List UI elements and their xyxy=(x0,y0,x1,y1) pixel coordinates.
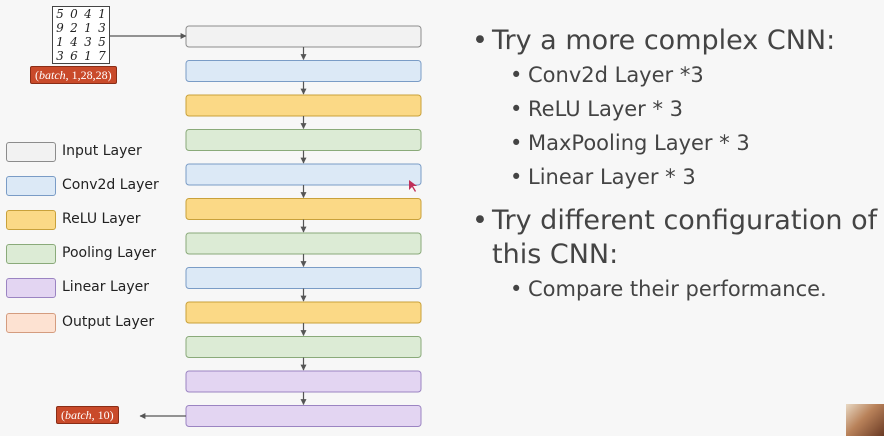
legend-label: Input Layer xyxy=(62,143,142,159)
digit: 3 xyxy=(98,21,106,35)
bullet-sub: Conv2d Layer *3 xyxy=(472,58,882,92)
digit: 1 xyxy=(98,7,106,21)
presenter-thumbnail xyxy=(846,404,884,436)
bullet-main: Try a more complex CNN: xyxy=(472,24,882,58)
digit: 5 xyxy=(56,7,64,21)
layer-box-relu xyxy=(185,94,422,117)
legend-label: Conv2d Layer xyxy=(62,177,159,193)
legend-swatch xyxy=(6,210,56,230)
layer-box-linear xyxy=(185,405,422,427)
slide-bullets: Try a more complex CNN: Conv2d Layer *3 … xyxy=(472,24,882,306)
layer-box-input xyxy=(185,25,422,48)
legend-swatch xyxy=(6,313,56,333)
legend-label: ReLU Layer xyxy=(62,211,141,227)
digit: 2 xyxy=(70,21,78,35)
digit: 7 xyxy=(98,49,106,63)
bullet-line: this CNN: xyxy=(492,239,619,270)
digit: 9 xyxy=(56,21,64,35)
shape-rest: , 1,28,28 xyxy=(65,68,108,82)
bullet-line: Try different configuration of xyxy=(492,205,878,236)
bullet-sub: Linear Layer * 3 xyxy=(472,160,882,194)
digit: 1 xyxy=(84,49,92,63)
shape-var: batch xyxy=(39,68,66,82)
bullet-sub: ReLU Layer * 3 xyxy=(472,92,882,126)
input-shape-badge: (batch, 1,28,28) xyxy=(30,66,117,84)
shape-var: batch xyxy=(65,408,92,422)
legend-label: Linear Layer xyxy=(62,279,149,295)
legend-swatch xyxy=(6,278,56,298)
layer-box-relu xyxy=(185,301,422,324)
layer-box-pool xyxy=(185,232,422,255)
bullet-sub: Compare their performance. xyxy=(472,272,882,306)
layer-box-relu xyxy=(185,198,422,220)
layer-box-pool xyxy=(185,336,422,358)
legend-swatch xyxy=(6,244,56,264)
legend-label: Output Layer xyxy=(62,314,155,330)
bullet-sub: MaxPooling Layer * 3 xyxy=(472,126,882,160)
bullet-main: Try different configuration of this CNN: xyxy=(472,204,882,272)
layer-box-linear xyxy=(185,370,422,393)
digit: 0 xyxy=(70,7,78,21)
layer-box-conv xyxy=(185,267,422,289)
digit: 6 xyxy=(70,49,78,63)
layer-box-pool xyxy=(185,129,422,151)
digit: 4 xyxy=(70,35,78,49)
output-shape-badge: (batch, 10) xyxy=(56,406,119,424)
digit: 1 xyxy=(84,21,92,35)
digit: 1 xyxy=(56,35,64,49)
digit: 5 xyxy=(98,35,106,49)
digit: 3 xyxy=(84,35,92,49)
cursor-icon xyxy=(409,180,417,192)
digit: 3 xyxy=(56,49,64,63)
digit: 4 xyxy=(84,7,92,21)
layer-box-conv xyxy=(185,60,422,82)
legend-swatch xyxy=(6,142,56,162)
shape-rest: , 10 xyxy=(91,408,110,422)
legend-swatch xyxy=(6,176,56,196)
legend-label: Pooling Layer xyxy=(62,245,157,261)
layer-box-conv xyxy=(185,163,422,186)
